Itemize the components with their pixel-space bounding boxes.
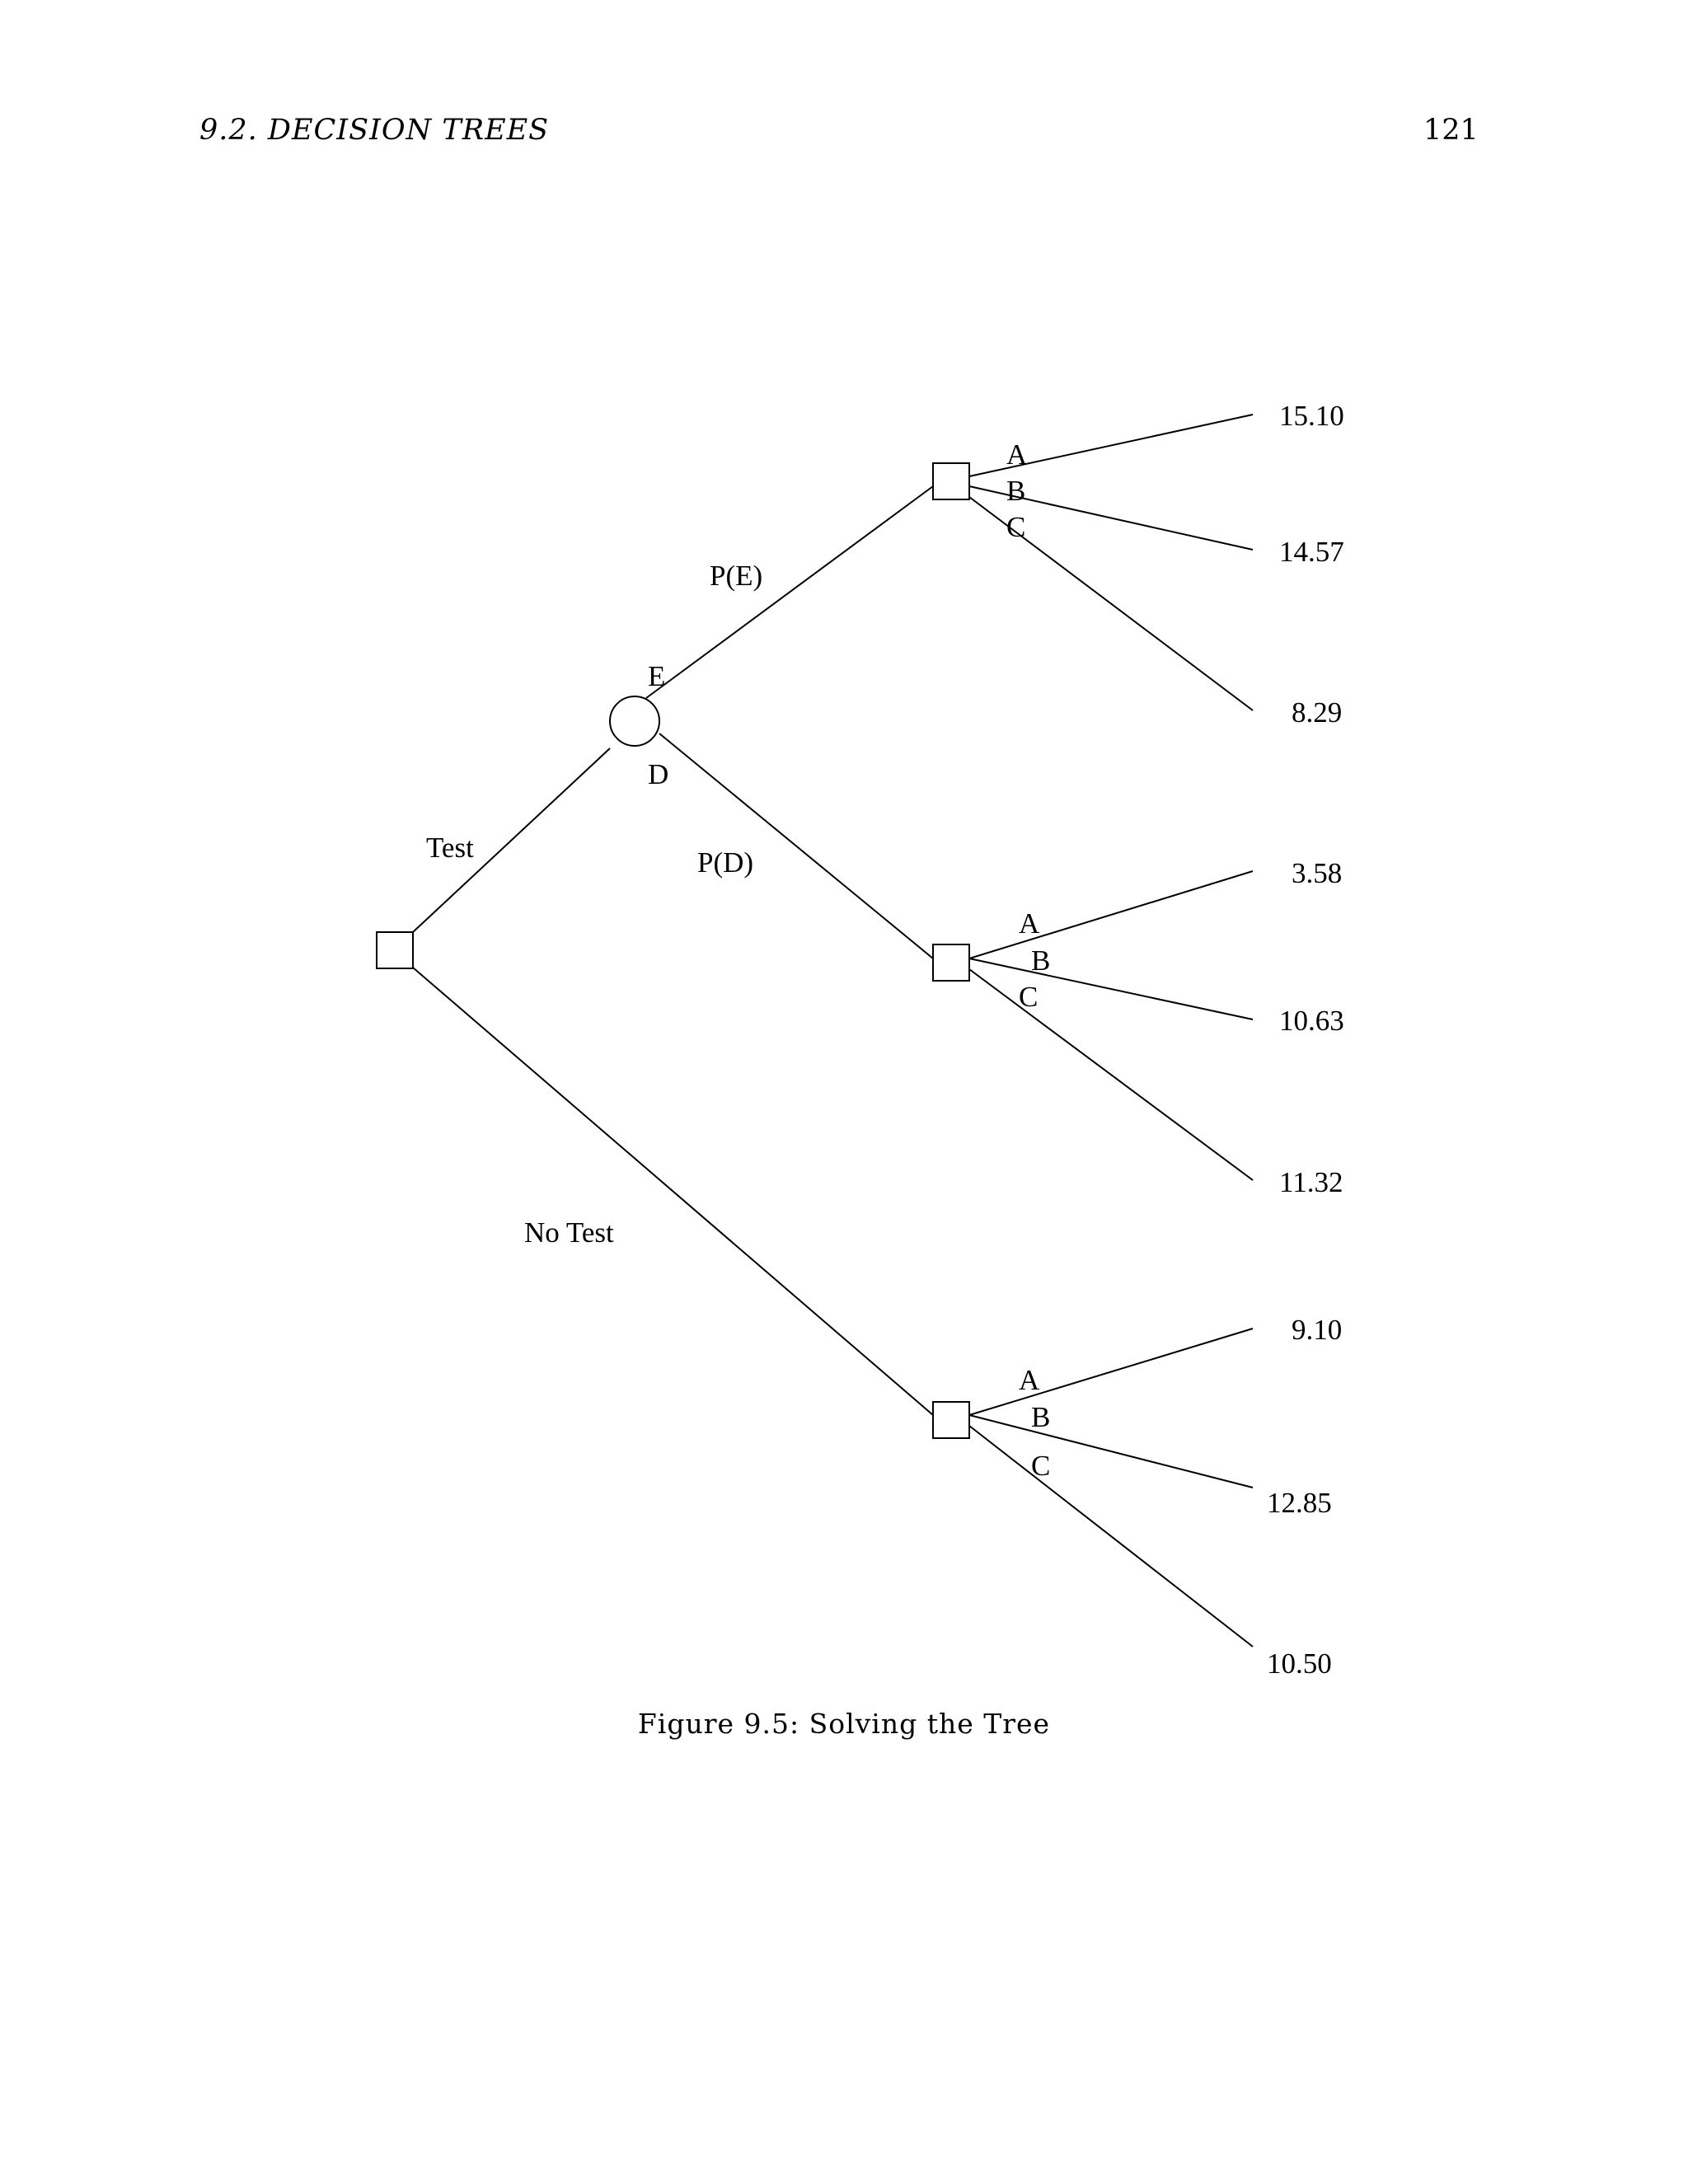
root-decision-node [376,931,414,969]
edge-lower-c [968,1425,1254,1647]
payoff-lower-c: 10.50 [1267,1647,1332,1680]
lower-decision-node [932,1401,970,1439]
edge-upper-a [968,414,1254,477]
outcome-label-e: E [648,660,665,692]
payoff-upper-a: 15.10 [1279,400,1344,432]
payoff-middle-b: 10.63 [1279,1005,1344,1037]
upper-option-a: A [1006,438,1028,471]
branch-label-no-test: No Test [524,1216,614,1249]
upper-option-c: C [1006,511,1025,543]
edge-no-test [412,967,934,1416]
page-number: 121 [1423,114,1479,147]
payoff-upper-c: 8.29 [1292,696,1342,729]
middle-option-a: A [1019,907,1040,940]
lower-option-c: C [1031,1450,1050,1482]
section-title: 9.2. DECISION TREES [199,114,550,147]
figure-caption: Figure 9.5: Solving the Tree [637,1708,1051,1740]
edge-outcome-e [645,485,934,699]
lower-option-a: A [1019,1364,1040,1396]
payoff-middle-a: 3.58 [1292,857,1342,889]
edge-lower-b [968,1414,1254,1488]
edge-test [412,748,611,933]
edge-lower-a [968,1328,1254,1416]
branch-label-test: Test [426,832,474,864]
lower-option-b: B [1031,1401,1050,1433]
upper-option-b: B [1006,475,1025,507]
payoff-lower-a: 9.10 [1292,1314,1342,1346]
upper-decision-node [932,462,970,500]
running-head: 9.2. DECISION TREES 121 [0,114,1688,155]
probability-label-e: P(E) [710,560,762,592]
edge-upper-c [968,496,1254,711]
payoff-lower-b: 12.85 [1267,1487,1332,1519]
middle-option-b: B [1031,944,1050,977]
edge-middle-c [968,968,1254,1181]
payoff-middle-c: 11.32 [1279,1166,1343,1198]
probability-label-d: P(D) [697,846,753,879]
chance-node [609,696,660,747]
edge-middle-b [968,958,1254,1020]
edge-upper-b [968,485,1254,551]
middle-option-c: C [1019,981,1038,1013]
payoff-upper-b: 14.57 [1279,536,1344,568]
middle-decision-node [932,944,970,982]
edge-outcome-d [659,733,934,959]
edge-middle-a [968,870,1254,959]
outcome-label-d: D [648,758,668,790]
